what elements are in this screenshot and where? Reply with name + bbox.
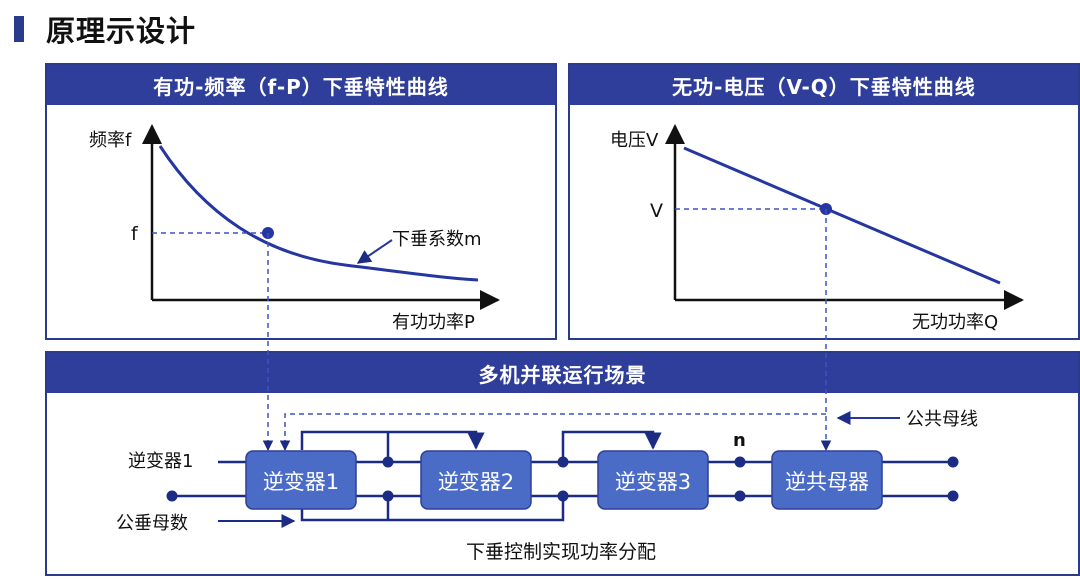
panel-fp-header: 有功-频率（f-P）下垂特性曲线 bbox=[47, 65, 555, 105]
junction-dot bbox=[734, 456, 746, 468]
fp-x-axis-label: 有功功率P bbox=[392, 312, 475, 333]
inverter-box-3: 逆变器3 bbox=[597, 450, 709, 510]
junction-dot bbox=[557, 456, 569, 468]
fp-droop-curve bbox=[158, 145, 479, 282]
footer-caption: 下垂控制实现功率分配 bbox=[466, 541, 656, 563]
junction-dot bbox=[166, 490, 178, 502]
panel-scene-header: 多机并联运行场景 bbox=[47, 353, 1078, 393]
inverter-box-3-label: 逆变器3 bbox=[615, 470, 691, 494]
junction-dot bbox=[947, 490, 959, 502]
top-bracket-2 bbox=[561, 430, 662, 462]
inverter-left-label: 逆变器1 bbox=[128, 451, 193, 472]
vq-chart: 电压V 无功功率Q V bbox=[610, 124, 1024, 333]
fp-point-label: f bbox=[131, 223, 139, 245]
inverter-box-2-label: 逆变器2 bbox=[438, 470, 514, 494]
chart-to-scene-connectors bbox=[262, 209, 900, 452]
panel-vq-droop: 无功-电压（V-Q）下垂特性曲线 bbox=[568, 63, 1080, 340]
fp-y-axis-label: 频率f bbox=[89, 130, 132, 151]
vq-x-axis-label: 无功功率Q bbox=[912, 312, 998, 333]
inverter-box-1-label: 逆变器1 bbox=[263, 470, 339, 494]
vq-y-axis-label: 电压V bbox=[610, 130, 659, 151]
bus-dashed-feedback bbox=[279, 413, 826, 452]
vq-point-label: V bbox=[650, 200, 663, 222]
junction-dot bbox=[382, 456, 394, 468]
panel-fp-droop: 有功-频率（f-P）下垂特性曲线 bbox=[45, 63, 557, 340]
bottom-bracket bbox=[300, 496, 565, 522]
inverter-box-1: 逆变器1 bbox=[245, 450, 357, 510]
inverter-box-2: 逆变器2 bbox=[420, 450, 532, 510]
fp-chart: 频率f 有功功率P f 下垂系数m bbox=[89, 124, 500, 333]
bus-label: 公共母线 bbox=[906, 409, 978, 430]
junction-dot bbox=[557, 490, 569, 502]
common-bus-box-label: 逆共母器 bbox=[785, 470, 869, 494]
junction-dot bbox=[734, 490, 746, 502]
panel-parallel-scene: 多机并联运行场景 bbox=[45, 351, 1080, 576]
page-title: 原理示设计 bbox=[46, 14, 197, 48]
droop-coeff-label: 公垂母数 bbox=[116, 513, 188, 534]
panel-vq-header: 无功-电压（V-Q）下垂特性曲线 bbox=[570, 65, 1078, 105]
fp-curve-label: 下垂系数m bbox=[392, 229, 482, 250]
junction-dot bbox=[947, 456, 959, 468]
junction-dot bbox=[382, 490, 394, 502]
fp-curve-label-pointer bbox=[356, 239, 393, 264]
vq-droop-line bbox=[683, 146, 1001, 285]
title-accent-bar bbox=[14, 16, 24, 42]
node-n-label: n bbox=[733, 430, 746, 451]
common-bus-box: 逆共母器 bbox=[771, 450, 883, 510]
